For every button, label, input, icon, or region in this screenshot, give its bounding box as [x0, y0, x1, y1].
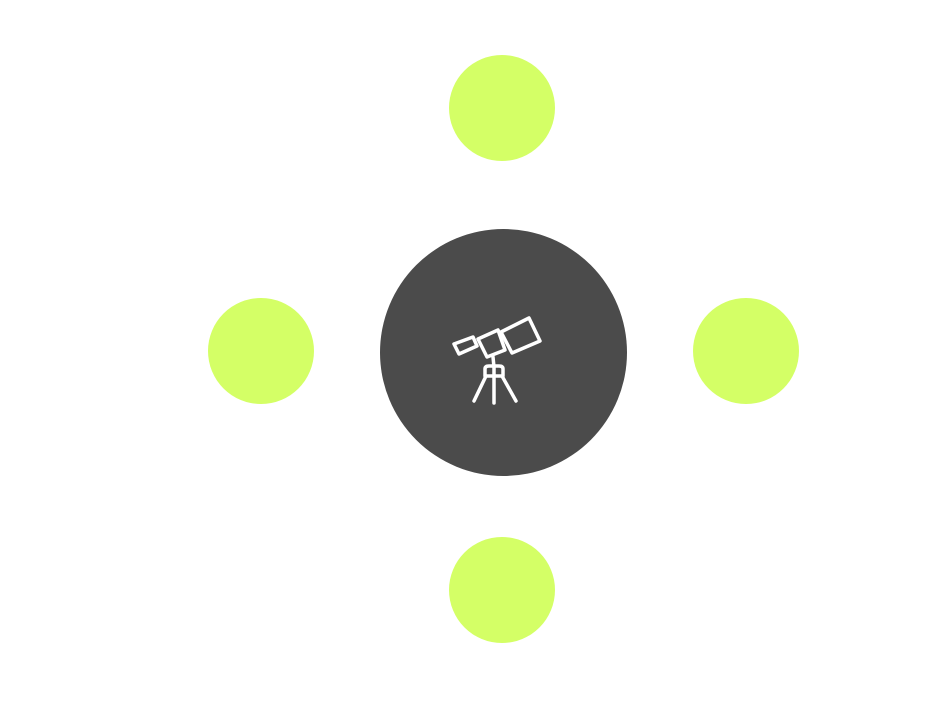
telescope-main-tube [498, 316, 542, 355]
telescope-icon [439, 285, 569, 420]
tripod-leg-left [471, 374, 488, 403]
telescope-middle-tube [475, 328, 507, 359]
satellite-node-right [693, 298, 799, 404]
satellite-node-left [208, 298, 314, 404]
satellite-node-top [449, 55, 555, 161]
tripod-leg-right [499, 374, 518, 403]
central-hub-node [380, 229, 627, 476]
telescope-mount-head [482, 364, 505, 378]
telescope-eyepiece [451, 335, 479, 356]
satellite-node-bottom [449, 537, 555, 643]
